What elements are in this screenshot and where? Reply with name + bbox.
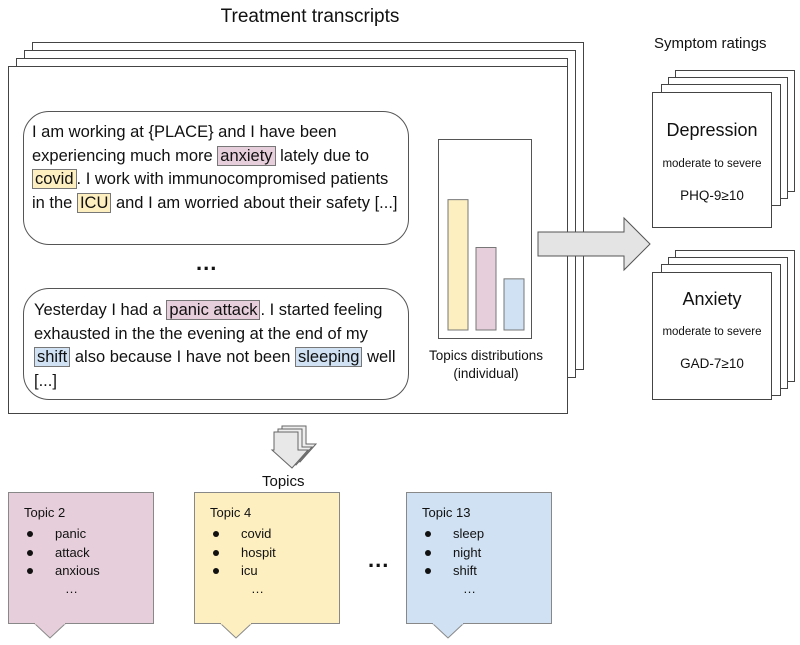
highlighted-term: anxiety — [217, 145, 276, 166]
topic-word: panic — [25, 525, 100, 544]
symptom-ratings-heading: Symptom ratings — [654, 35, 767, 52]
topic-bar-blue — [503, 278, 525, 331]
highlighted-term: covid — [32, 169, 77, 189]
topic-word: covid — [211, 525, 276, 544]
transcript-text-segment: and I am worried about their safety [...… — [111, 193, 398, 212]
depression-card: Depression moderate to severe PHQ-9≥10 — [652, 92, 772, 228]
topic-word: attack — [25, 544, 100, 563]
to-topics-arrow — [270, 425, 318, 469]
bullet-icon — [213, 531, 219, 537]
bullet-icon — [425, 549, 431, 556]
topic-title: Topic 4 — [210, 505, 252, 520]
topics-heading: Topics — [262, 473, 305, 490]
topic-card-pointer — [220, 623, 253, 639]
depression-title: Depression — [666, 120, 758, 140]
anxiety-title: Anxiety — [682, 289, 742, 309]
highlighted-term: shift — [34, 347, 71, 367]
transcript-text-segment: also because I have not been — [70, 348, 296, 366]
topic-title: Topic 2 — [24, 505, 66, 520]
anxiety-score: GAD-7≥10 — [680, 356, 744, 371]
topics-ellipsis: ... — [368, 547, 390, 572]
transcript-text-segment: . I started feeling exhausted in the the… — [34, 301, 383, 343]
topic-card-pointer — [432, 623, 465, 639]
bullet-icon — [213, 568, 219, 574]
bullet-icon — [27, 568, 33, 574]
topic-word: hospit — [211, 544, 276, 563]
transcript-text-segment: Yesterday I had a — [34, 301, 167, 319]
anxiety-severity: moderate to severe — [662, 326, 762, 338]
highlighted-term: panic attack — [166, 300, 261, 320]
transcript-ellipsis: ... — [196, 250, 218, 275]
topic-card-pointer — [34, 623, 67, 639]
topic-more: … — [251, 581, 264, 596]
bullet-icon — [27, 531, 33, 537]
transcript-1-text: I am working at {PLACE} and I have been … — [32, 123, 398, 213]
transcript-bubble-1: I am working at {PLACE} and I have been … — [23, 111, 409, 245]
highlighted-term: ICU — [76, 192, 112, 213]
topic-distribution-caption-line-1: Topics distributions — [428, 348, 544, 363]
topic-bar-pink — [475, 247, 497, 331]
transcript-text-segment: I am working at {PLACE} and I have been … — [32, 123, 337, 165]
topic-word: night — [423, 544, 484, 563]
transcript-text-segment: well [...] — [34, 348, 396, 390]
to-ratings-arrow — [537, 216, 651, 272]
depression-severity: moderate to severe — [662, 158, 762, 170]
topic-distribution-caption: Topics distributions (individual) — [410, 347, 562, 383]
bullet-icon — [213, 549, 219, 556]
topic-more: … — [65, 581, 78, 596]
transcript-text-segment: . I work with immunocompromised patients… — [32, 170, 389, 212]
highlighted-term: sleeping — [295, 347, 363, 367]
transcript-text-segment: lately due to — [275, 146, 370, 165]
depression-score: PHQ-9≥10 — [680, 188, 744, 203]
topic-distribution-box — [438, 139, 532, 339]
anxiety-card: Anxiety moderate to severe GAD-7≥10 — [652, 272, 772, 400]
topic-word: icu — [211, 562, 276, 581]
topic-title: Topic 13 — [422, 505, 471, 520]
topic-distribution-caption-line-2: (individual) — [453, 366, 519, 381]
transcript-bubble-2: Yesterday I had a panic attack. I starte… — [23, 288, 409, 400]
bullet-icon — [425, 568, 431, 574]
topic-word: sleep — [423, 525, 484, 544]
topic-more: … — [463, 581, 476, 596]
topic-word: anxious — [25, 562, 100, 581]
topic-word: shift — [423, 562, 484, 581]
topic-distribution-chart — [447, 199, 525, 331]
bullet-icon — [27, 549, 33, 556]
bullet-icon — [425, 531, 431, 537]
diagram-title: Treatment transcripts — [220, 6, 400, 27]
topic-bar-yellow — [447, 199, 469, 331]
transcript-2-text: Yesterday I had a panic attack. I starte… — [34, 300, 396, 390]
